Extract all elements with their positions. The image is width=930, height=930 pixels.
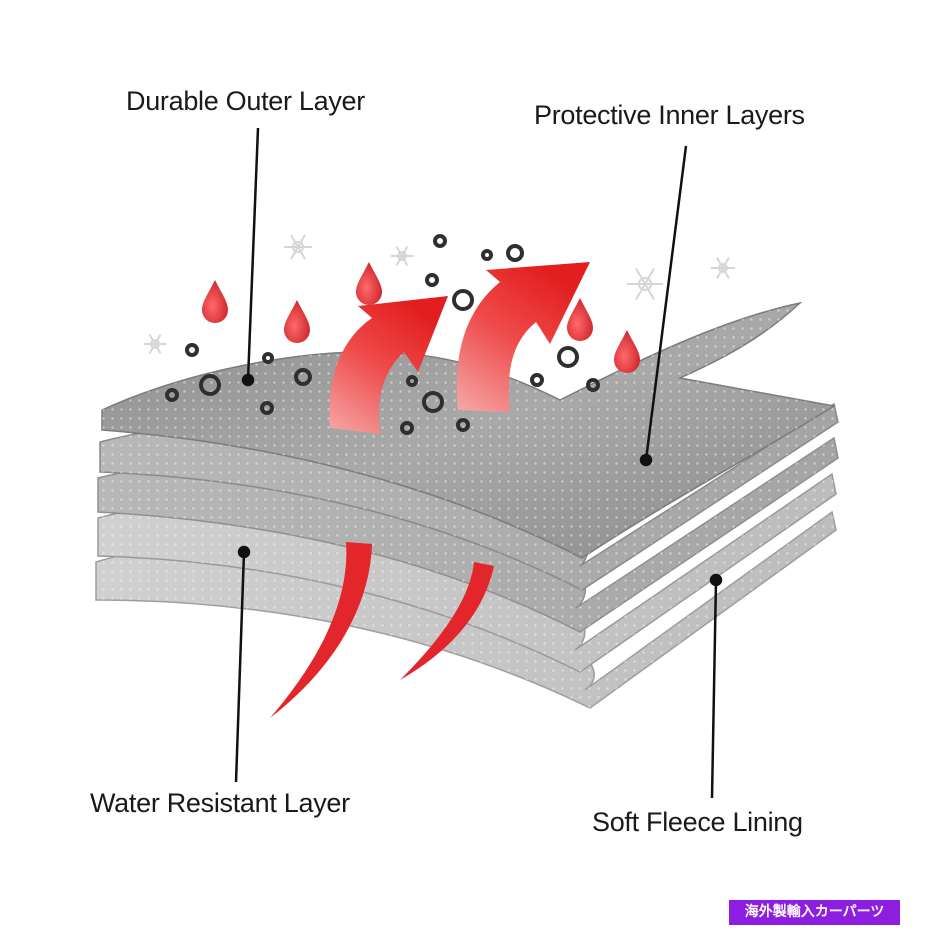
droplet-icon [284, 300, 310, 343]
arrow-up-icon [329, 296, 448, 434]
label-protective-inner-layers: Protective Inner Layers [534, 100, 805, 130]
droplet-icon [614, 330, 640, 373]
particle-icon [481, 249, 493, 261]
snowflake-icon [711, 257, 735, 279]
particle-icon [294, 368, 312, 386]
particle-icon [262, 352, 274, 364]
particle-icon [586, 378, 600, 392]
particle-icon [199, 374, 221, 396]
particle-icon [165, 388, 179, 402]
particle-icon [530, 373, 544, 387]
leader-line-fleece [709, 573, 723, 799]
heat-flow-curve-left [270, 542, 372, 718]
heat-flow-curve-right [400, 562, 494, 680]
particle-icon [456, 418, 470, 432]
arrow-up-icon [456, 262, 590, 412]
droplet-icon [202, 280, 228, 323]
droplet-icon [567, 298, 593, 341]
particle-icon [557, 346, 579, 368]
particle-icon [400, 421, 414, 435]
snowflake-icon [284, 234, 312, 260]
particle-icon [422, 391, 444, 413]
seller-badge: 海外製輸入カーパーツ [729, 900, 900, 925]
leader-line-inner [639, 145, 688, 467]
label-durable-outer-layer: Durable Outer Layer [126, 86, 365, 116]
particle-icon [260, 401, 274, 415]
snowflake-icon [391, 245, 413, 267]
particle-icon [506, 244, 524, 262]
particle-icon [406, 375, 418, 387]
snowflake-icon [627, 267, 663, 301]
label-water-resistant-layer: Water Resistant Layer [90, 788, 350, 818]
layer-durable-outer [101, 301, 837, 559]
particle-icon [425, 273, 439, 287]
particle-icon [185, 343, 199, 357]
snowflake-icon [144, 333, 166, 355]
droplet-icon [356, 262, 382, 305]
label-soft-fleece-lining: Soft Fleece Lining [592, 807, 803, 837]
particle-icon [433, 234, 447, 248]
leader-line-outer [241, 127, 260, 387]
leader-line-water [234, 545, 251, 783]
particle-icon [452, 289, 474, 311]
